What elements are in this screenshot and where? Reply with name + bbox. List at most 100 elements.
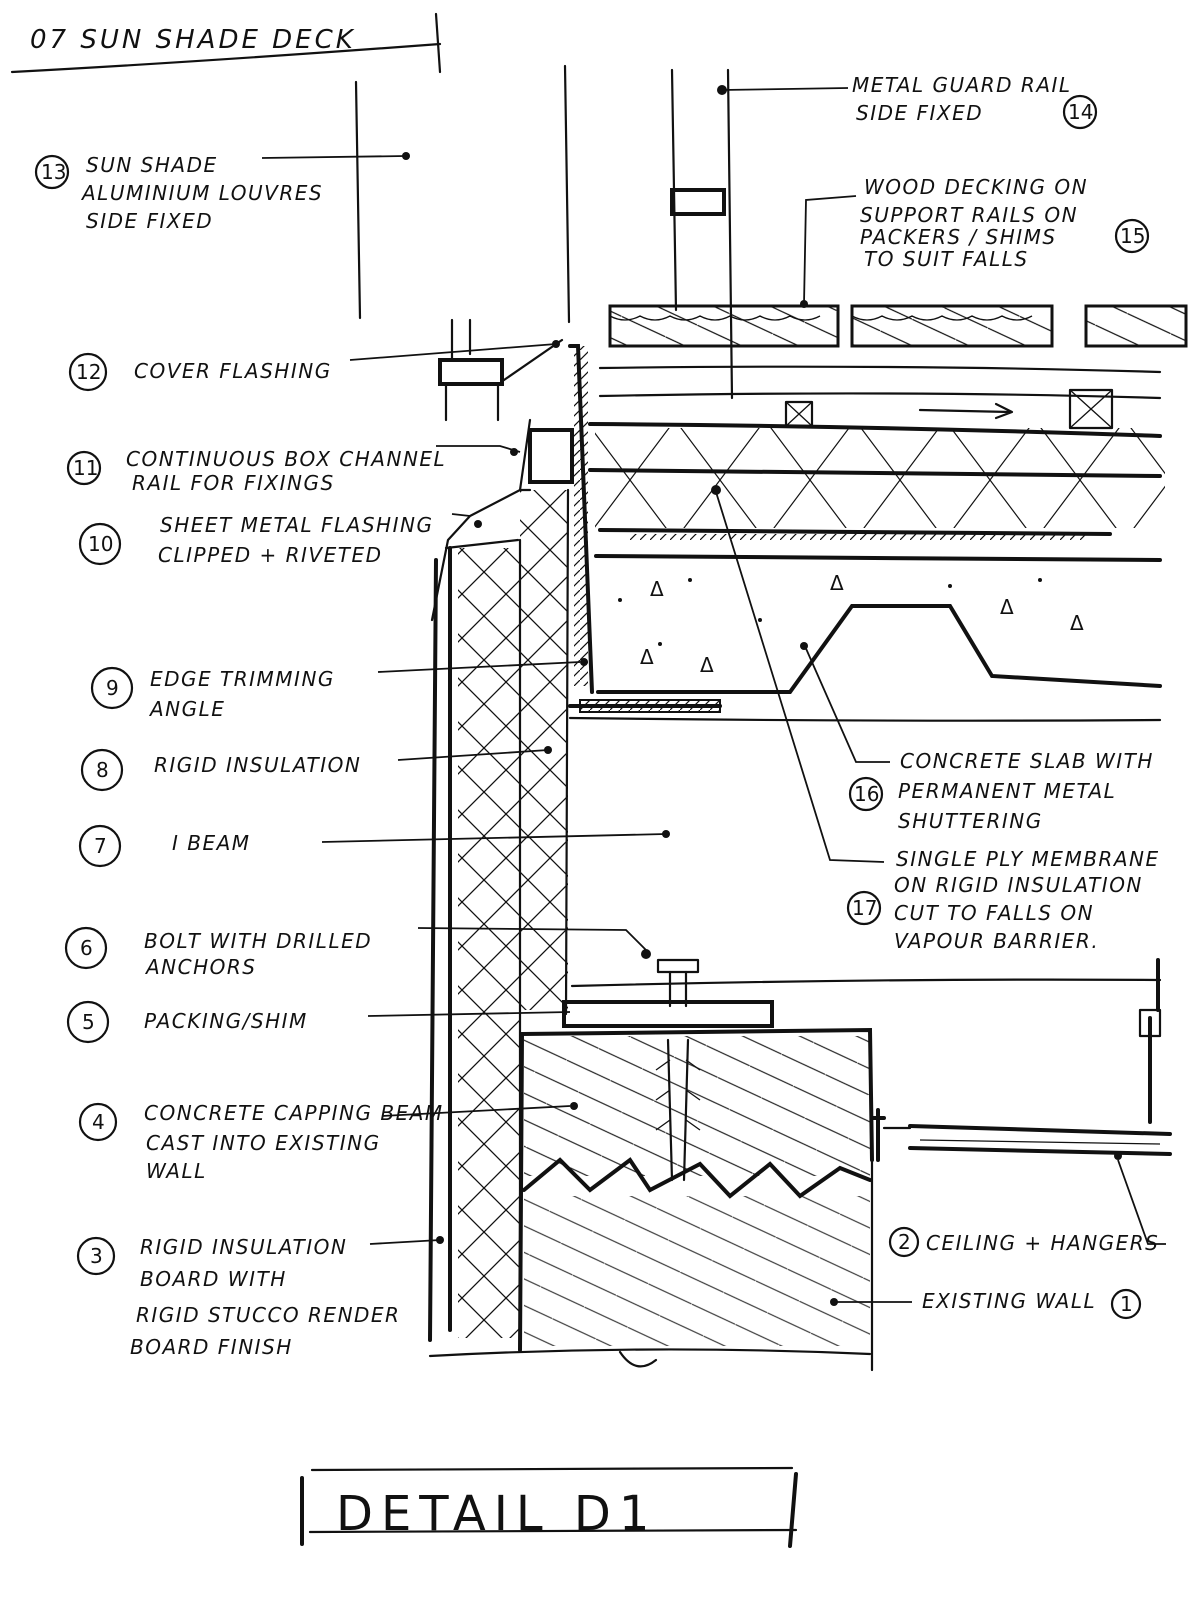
label-17: SINGLE PLY MEMBRANE ON RIGID INSULATION … — [846, 847, 1160, 953]
svg-text:BOARD FINISH: BOARD FINISH — [130, 1335, 293, 1359]
svg-text:Δ: Δ — [830, 571, 844, 595]
label-14: METAL GUARD RAIL SIDE FIXED 14 — [852, 73, 1098, 130]
svg-text:9: 9 — [106, 676, 119, 700]
ceiling-line-upper — [568, 716, 1162, 722]
svg-text:SIDE FIXED: SIDE FIXED — [86, 209, 213, 233]
svg-text:RAIL FOR FIXINGS: RAIL FOR FIXINGS — [132, 471, 335, 495]
svg-text:RIGID INSULATION: RIGID INSULATION — [140, 1235, 347, 1259]
metal-shuttering — [596, 604, 1162, 694]
existing-wall-hatch — [524, 1196, 870, 1346]
guard-rail — [670, 68, 734, 400]
svg-text:PACKING/SHIM: PACKING/SHIM — [144, 1009, 308, 1033]
svg-text:DETAIL D1: DETAIL D1 — [336, 1486, 657, 1542]
svg-text:PACKERS / SHIMS: PACKERS / SHIMS — [860, 225, 1057, 249]
svg-text:EDGE TRIMMING: EDGE TRIMMING — [150, 667, 335, 691]
leaders — [261, 85, 1166, 1306]
rigid-roof-insulation — [595, 428, 1165, 528]
svg-text:CLIPPED + RIVETED: CLIPPED + RIVETED — [158, 543, 383, 567]
label-9: 9 EDGE TRIMMING ANGLE — [90, 666, 335, 721]
box-channel — [528, 428, 574, 484]
packer-line — [598, 392, 1162, 400]
ceiling-line-lower — [570, 978, 1162, 988]
svg-text:BOARD WITH: BOARD WITH — [140, 1267, 287, 1291]
svg-text:EXISTING WALL: EXISTING WALL — [922, 1289, 1096, 1313]
svg-text:SHEET METAL FLASHING: SHEET METAL FLASHING — [160, 513, 433, 537]
label-5: 5 PACKING/SHIM — [66, 1000, 308, 1044]
svg-text:CONCRETE SLAB WITH: CONCRETE SLAB WITH — [900, 749, 1154, 773]
label-12: 12 COVER FLASHING — [68, 352, 332, 392]
svg-text:WALL: WALL — [146, 1159, 207, 1183]
wood-decking — [608, 304, 1188, 348]
svg-text:SHUTTERING: SHUTTERING — [898, 809, 1043, 833]
joint-zigzag — [522, 1157, 872, 1199]
cover-flashing — [438, 318, 564, 422]
svg-text:14: 14 — [1068, 100, 1093, 124]
svg-text:13: 13 — [41, 160, 66, 184]
label-3: 3 RIGID INSULATION BOARD WITH RIGID STUC… — [76, 1235, 400, 1359]
svg-text:COVER FLASHING: COVER FLASHING — [134, 359, 332, 383]
svg-text:10: 10 — [88, 532, 113, 556]
label-10: 10 SHEET METAL FLASHING CLIPPED + RIVETE… — [78, 513, 433, 567]
svg-text:ON RIGID INSULATION: ON RIGID INSULATION — [894, 873, 1143, 897]
svg-text:CONTINUOUS BOX CHANNEL: CONTINUOUS BOX CHANNEL — [126, 447, 446, 471]
support-rail-line — [598, 365, 1162, 374]
label-11: 11 CONTINUOUS BOX CHANNEL RAIL FOR FIXIN… — [66, 447, 446, 495]
label-6: 6 BOLT WITH DRILLED ANCHORS — [64, 926, 372, 979]
svg-text:16: 16 — [854, 782, 879, 806]
sun-shade-louvres — [354, 64, 571, 324]
beam-left-edge — [518, 1032, 524, 1352]
fall-arrow — [918, 402, 1014, 420]
vapour-barrier-hatch — [630, 534, 1090, 540]
svg-text:11: 11 — [73, 456, 98, 480]
svg-text:Δ: Δ — [640, 645, 654, 669]
svg-text:PERMANENT METAL: PERMANENT METAL — [898, 779, 1116, 803]
svg-text:6: 6 — [80, 936, 93, 960]
svg-text:5: 5 — [82, 1010, 95, 1034]
capping-beam-hatch — [524, 1036, 870, 1176]
svg-text:Δ: Δ — [700, 653, 714, 677]
svg-text:BOLT WITH DRILLED: BOLT WITH DRILLED — [144, 929, 372, 953]
svg-text:CAST INTO EXISTING: CAST INTO EXISTING — [146, 1131, 381, 1155]
svg-text:17: 17 — [852, 896, 877, 920]
sheet-title: 07 SUN SHADE DECK — [30, 25, 356, 55]
label-7: 7 I BEAM — [78, 824, 251, 868]
upstand-hatch — [574, 346, 588, 686]
svg-text:I BEAM: I BEAM — [172, 831, 251, 855]
svg-text:CONCRETE CAPPING BEAM: CONCRETE CAPPING BEAM — [144, 1101, 444, 1125]
svg-text:1: 1 — [1120, 1292, 1133, 1316]
svg-text:SIDE FIXED: SIDE FIXED — [856, 101, 983, 125]
label-15: WOOD DECKING ON SUPPORT RAILS ON PACKERS… — [860, 175, 1150, 271]
svg-text:15: 15 — [1120, 224, 1145, 248]
label-13: 13 SUN SHADE ALUMINIUM LOUVRES SIDE FIXE… — [34, 153, 323, 233]
label-2: 2 CEILING + HANGERS — [888, 1226, 1158, 1258]
svg-text:2: 2 — [898, 1230, 911, 1254]
svg-text:8: 8 — [96, 758, 109, 782]
svg-text:SUPPORT RAILS ON: SUPPORT RAILS ON — [860, 203, 1078, 227]
label-16: CONCRETE SLAB WITH 16 PERMANENT METAL SH… — [848, 749, 1154, 833]
svg-text:RIGID STUCCO RENDER: RIGID STUCCO RENDER — [136, 1303, 400, 1327]
svg-text:ANGLE: ANGLE — [148, 697, 225, 721]
slab-top — [594, 554, 1162, 562]
slab-aggregate: Δ Δ Δ Δ Δ Δ — [618, 571, 1084, 677]
svg-text:Δ: Δ — [1000, 595, 1014, 619]
title-underline — [10, 12, 442, 74]
svg-text:ALUMINIUM LOUVRES: ALUMINIUM LOUVRES — [80, 181, 323, 205]
svg-text:12: 12 — [76, 360, 101, 384]
svg-text:CUT TO FALLS ON: CUT TO FALLS ON — [894, 901, 1094, 925]
label-1: EXISTING WALL 1 — [922, 1288, 1142, 1320]
svg-text:4: 4 — [92, 1110, 105, 1134]
label-8: 8 RIGID INSULATION — [80, 748, 360, 792]
insulation-mid-line — [588, 468, 1162, 478]
svg-text:VAPOUR BARRIER.: VAPOUR BARRIER. — [894, 929, 1099, 953]
svg-text:SINGLE PLY MEMBRANE: SINGLE PLY MEMBRANE — [896, 847, 1160, 871]
trimming-angle-hatch — [579, 699, 721, 713]
packing-shim — [562, 1000, 774, 1028]
detail-title-box: DETAIL D1 — [300, 1466, 798, 1548]
vapour-barrier — [598, 528, 1112, 536]
svg-text:Δ: Δ — [650, 577, 664, 601]
render-board — [428, 538, 520, 1342]
label-4: 4 CONCRETE CAPPING BEAM CAST INTO EXISTI… — [78, 1101, 444, 1183]
svg-text:TO SUIT FALLS: TO SUIT FALLS — [864, 247, 1029, 271]
insulation-inner — [518, 488, 570, 1016]
